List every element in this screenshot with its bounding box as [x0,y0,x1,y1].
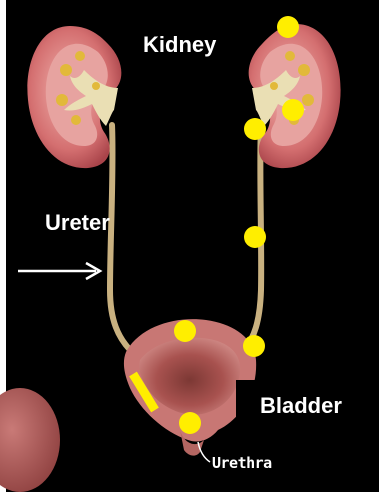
marker-dot-ureterovesical-junction [243,335,265,357]
marker-dot-ureter-upper [244,118,266,140]
marker-dot-bladder-neck [179,412,201,434]
kidney-label: Kidney [143,32,216,58]
urethra-label: Urethra [212,454,272,472]
marker-dot-kidney-top [277,16,299,38]
marker-dot-ureter-middle [244,226,266,248]
bladder-label: Bladder [260,393,342,419]
bottom-white-strip [0,492,379,498]
ureter-label: Ureter [45,210,110,236]
marker-dot-bladder-dome [174,320,196,342]
marker-dot-kidney-hilum [282,99,304,121]
